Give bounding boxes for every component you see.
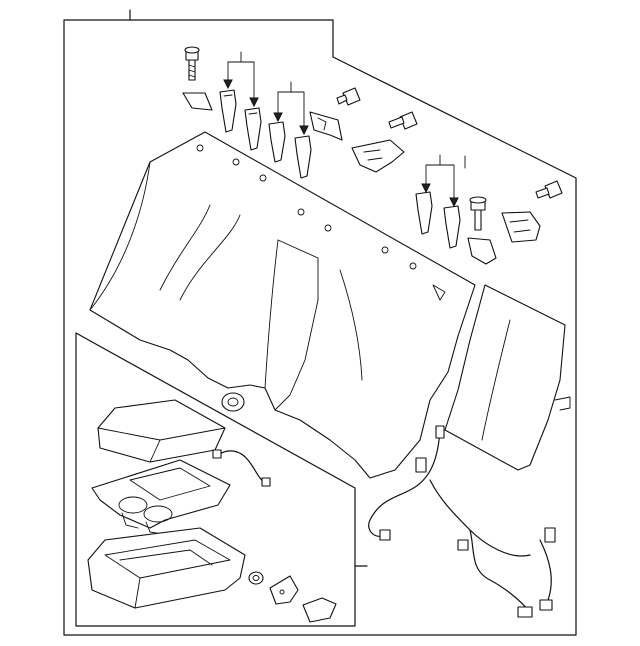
bracket-icon (351, 139, 405, 173)
bracket-icon (302, 597, 337, 623)
hook-icon (443, 205, 461, 249)
callout-bracket-middle (273, 81, 309, 136)
armrest-inset-frame (75, 332, 368, 627)
armrest-base (87, 527, 246, 609)
bracket-icon (309, 111, 343, 141)
bracket-icon (467, 237, 497, 265)
seat-back-pad (89, 131, 476, 479)
hook-icon (415, 191, 433, 235)
bolt-icon (388, 111, 418, 130)
bolt-icon (535, 180, 563, 199)
bolt-icon (336, 87, 361, 106)
bracket-icon (182, 92, 213, 111)
diagram-frame (63, 9, 577, 636)
seat-back-frame-panel (444, 284, 571, 471)
hook-icon (244, 107, 262, 151)
grommet-icon (221, 392, 245, 412)
callout-bracket-right (421, 154, 459, 208)
bolt-icon (184, 46, 200, 81)
washer-icon (248, 571, 264, 585)
bolt-icon (469, 196, 487, 231)
hook-icon (268, 121, 286, 163)
armrest-cable (212, 449, 271, 487)
bracket-icon (501, 211, 541, 243)
armrest-lid (97, 399, 226, 463)
callout-bracket-left (223, 51, 259, 108)
cup-holder-tray (91, 459, 231, 535)
hook-icon (294, 135, 312, 179)
bracket-icon (269, 575, 299, 605)
hook-icon (219, 89, 237, 133)
wiring-harness (368, 425, 556, 618)
